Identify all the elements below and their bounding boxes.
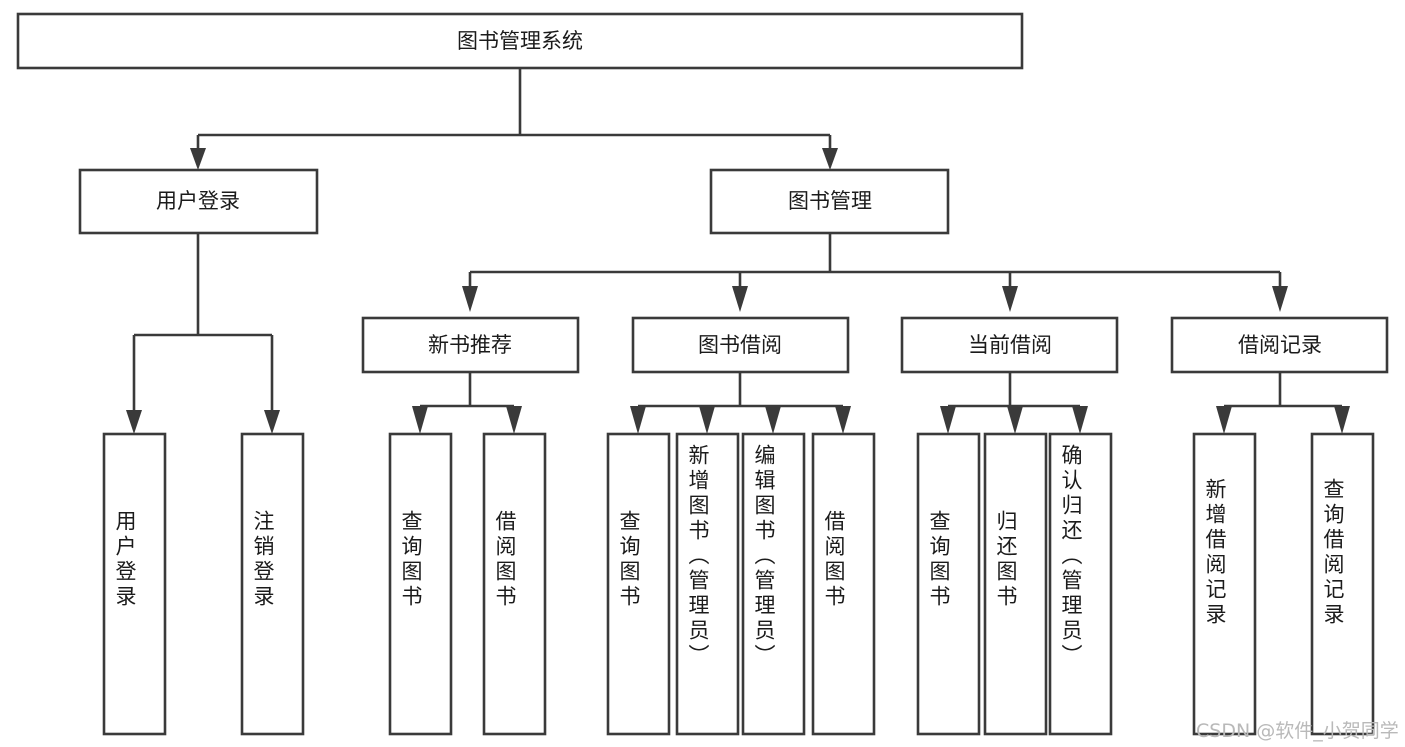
leaf-box-cb-query-book[interactable] [916, 432, 981, 736]
leaf-box-bb-query-book[interactable] [606, 432, 671, 736]
arrowhead-leaf-nbr-1 [412, 406, 428, 434]
leaf-box-bb-add-book[interactable] [675, 432, 740, 736]
connector-group-user-login [126, 233, 280, 434]
node-book-borrow-box[interactable] [631, 316, 850, 374]
node-user-login-box[interactable] [78, 168, 319, 235]
node-new-book-recommend-box[interactable] [361, 316, 580, 374]
arrowhead-leaf-logout [264, 410, 280, 434]
node-borrow-record-label: 借阅记录 [1238, 333, 1322, 357]
arrowhead-new-book-recommend [462, 286, 478, 312]
node-borrow-record[interactable]: 借阅记录 [1170, 316, 1389, 374]
connector-group-new-book-recommend [412, 372, 522, 434]
node-current-borrow-label: 当前借阅 [968, 333, 1052, 357]
node-current-borrow-box[interactable] [900, 316, 1119, 374]
arrowhead-leaf-br-1 [1216, 406, 1232, 434]
arrowhead-leaf-cb-1 [940, 406, 956, 434]
leaf-box-bb-borrow-book[interactable] [811, 432, 876, 736]
arrowhead-book-mgmt [822, 148, 838, 170]
arrowhead-leaf-cb-2 [1007, 406, 1023, 434]
csdn-watermark: CSDN @软件_小贺同学 [1196, 720, 1399, 742]
leaf-box-bb-edit-book[interactable] [741, 432, 806, 736]
arrowhead-user-login [190, 148, 206, 170]
leaf-box-nbr-query-book[interactable] [388, 432, 453, 736]
arrowhead-leaf-user-login [126, 410, 142, 434]
arrowhead-current-borrow [1002, 286, 1018, 312]
node-root[interactable]: 图书管理系统 [16, 12, 1024, 70]
node-book-management-box[interactable] [709, 168, 950, 235]
connector-group-book-borrow [630, 372, 851, 434]
node-borrow-record-box[interactable] [1170, 316, 1389, 374]
connector-group-current-borrow [940, 372, 1088, 434]
connector-group-book-mgmt [462, 233, 1288, 312]
node-book-borrow-label: 图书借阅 [698, 333, 782, 357]
node-new-book-recommend[interactable]: 新书推荐 [361, 316, 580, 374]
arrowhead-borrow-record [1272, 286, 1288, 312]
leaf-box-logout[interactable] [240, 432, 305, 736]
arrowhead-leaf-bb-4 [835, 406, 851, 434]
leaf-box-cb-confirm-return[interactable] [1048, 432, 1113, 736]
arrowhead-book-borrow [732, 286, 748, 312]
node-user-login-label: 用户登录 [156, 189, 240, 213]
node-book-borrow[interactable]: 图书借阅 [631, 316, 850, 374]
node-current-borrow[interactable]: 当前借阅 [900, 316, 1119, 374]
arrowhead-leaf-bb-3 [765, 406, 781, 434]
connector-group-borrow-record [1216, 372, 1350, 434]
node-root-label: 图书管理系统 [457, 29, 583, 53]
arrowhead-leaf-br-2 [1334, 406, 1350, 434]
leaf-box-br-query-record[interactable] [1310, 432, 1375, 736]
leaf-box-br-add-record[interactable] [1192, 432, 1257, 736]
arrowhead-leaf-nbr-2 [506, 406, 522, 434]
node-book-management-label: 图书管理 [788, 189, 872, 213]
connector-group-root [190, 68, 838, 170]
arrowhead-leaf-cb-3 [1072, 406, 1088, 434]
node-new-book-recommend-label: 新书推荐 [428, 333, 512, 357]
leaf-box-cb-return-book[interactable] [983, 432, 1048, 736]
arrowhead-leaf-bb-1 [630, 406, 646, 434]
arrowhead-leaf-bb-2 [699, 406, 715, 434]
leaf-box-user-login[interactable] [102, 432, 167, 736]
node-book-management[interactable]: 图书管理 [709, 168, 950, 235]
node-root-box[interactable] [16, 12, 1024, 70]
leaf-box-nbr-borrow-book[interactable] [482, 432, 547, 736]
node-user-login[interactable]: 用户登录 [78, 168, 319, 235]
